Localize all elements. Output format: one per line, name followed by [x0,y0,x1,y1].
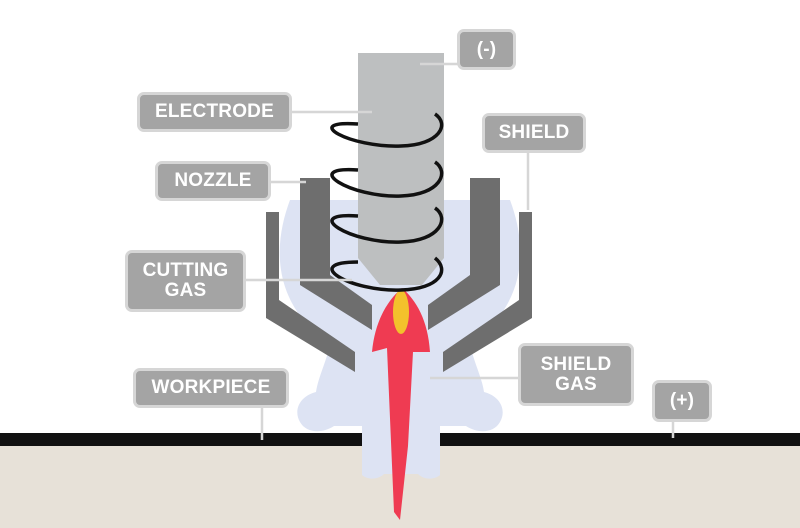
coil-loop-1 [330,112,444,148]
label-cutting-gas: CUTTING GAS [125,250,246,312]
nozzle-left [300,178,372,330]
shield-left [266,212,355,372]
label-electrode: ELECTRODE [137,92,292,132]
coil-loop-3 [330,206,444,244]
label-shield-gas: SHIELD GAS [518,343,634,406]
nozzle-right [428,178,500,330]
electrode-body [358,53,444,285]
coil-loop-4 [330,256,444,292]
coil-spring [330,112,444,292]
leader-lines [245,62,675,440]
arc-core [393,290,409,334]
label-nozzle: NOZZLE [155,161,271,201]
label-negative: (-) [457,29,516,70]
plasma-arc [372,288,430,520]
label-positive: (+) [652,380,712,422]
shield-right [443,212,532,372]
label-workpiece: WORKPIECE [133,368,289,408]
label-shield: SHIELD [482,113,586,153]
coil-loop-2 [330,160,444,198]
